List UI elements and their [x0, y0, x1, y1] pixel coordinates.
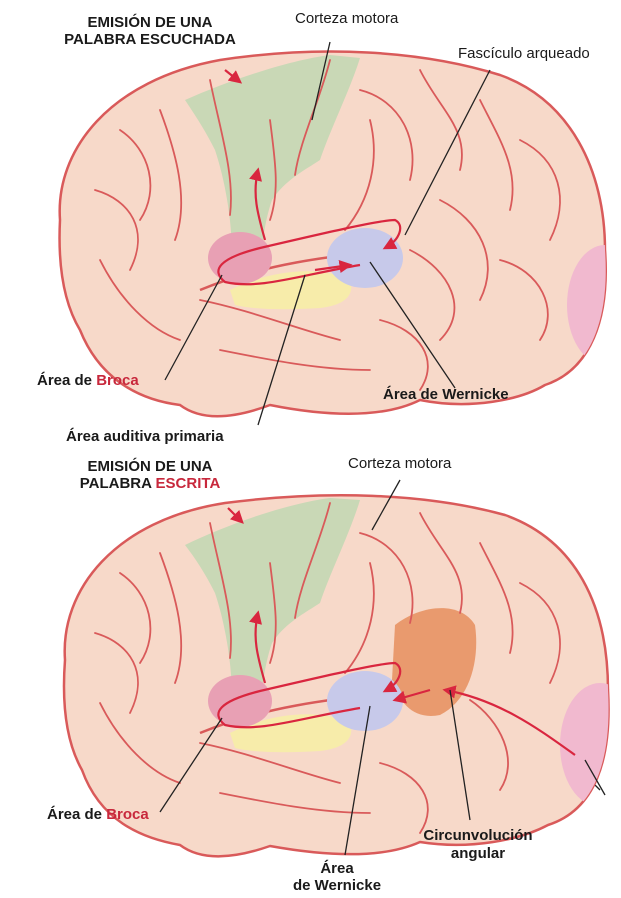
bottom-wernicke-label-line2: de Wernicke	[282, 877, 392, 894]
top-title-line1: EMISIÓN DE UNA	[60, 14, 240, 31]
top-broca-label-b: Broca	[96, 372, 139, 389]
top-broca-label: Área de Broca	[37, 372, 139, 389]
bottom-title-line2a: PALABRA	[80, 475, 156, 492]
top-wernicke-region	[327, 228, 403, 288]
bottom-angular-label-line2: angular	[408, 845, 548, 863]
bottom-angular-label: Circunvolución angular	[408, 827, 548, 863]
bottom-brain	[64, 480, 621, 856]
top-wernicke-label: Área de Wernicke	[383, 386, 509, 403]
top-broca-region	[208, 232, 272, 284]
bottom-angular-label-line1: Circunvolución	[408, 827, 548, 845]
bottom-broca-label: Área de Broca	[47, 806, 149, 823]
bottom-wernicke-label-line1: Área	[282, 860, 392, 877]
top-title-line2b: ESCUCHADA	[140, 31, 236, 48]
bottom-title: EMISIÓN DE UNA PALABRA ESCRITA	[60, 458, 240, 492]
top-title-line2a: PALABRA	[64, 31, 140, 48]
top-motor-cortex-label: Corteza motora	[295, 10, 398, 27]
bottom-wernicke-region	[327, 671, 403, 731]
top-auditory-label: Área auditiva primaria	[66, 428, 224, 445]
top-arcuate-label: Fascículo arqueado	[458, 45, 590, 62]
bottom-broca-label-a: Área de	[47, 806, 106, 823]
bottom-wernicke-label: Área de Wernicke	[282, 860, 392, 894]
top-broca-label-a: Área de	[37, 372, 96, 389]
top-title: EMISIÓN DE UNA PALABRA ESCUCHADA	[60, 14, 240, 48]
bottom-title-line2b: ESCRITA	[156, 475, 221, 492]
bottom-broca-region	[208, 675, 272, 727]
bottom-broca-label-b: Broca	[106, 806, 149, 823]
bottom-motor-cortex-label: Corteza motora	[348, 455, 451, 472]
bottom-title-line1: EMISIÓN DE UNA	[60, 458, 240, 475]
